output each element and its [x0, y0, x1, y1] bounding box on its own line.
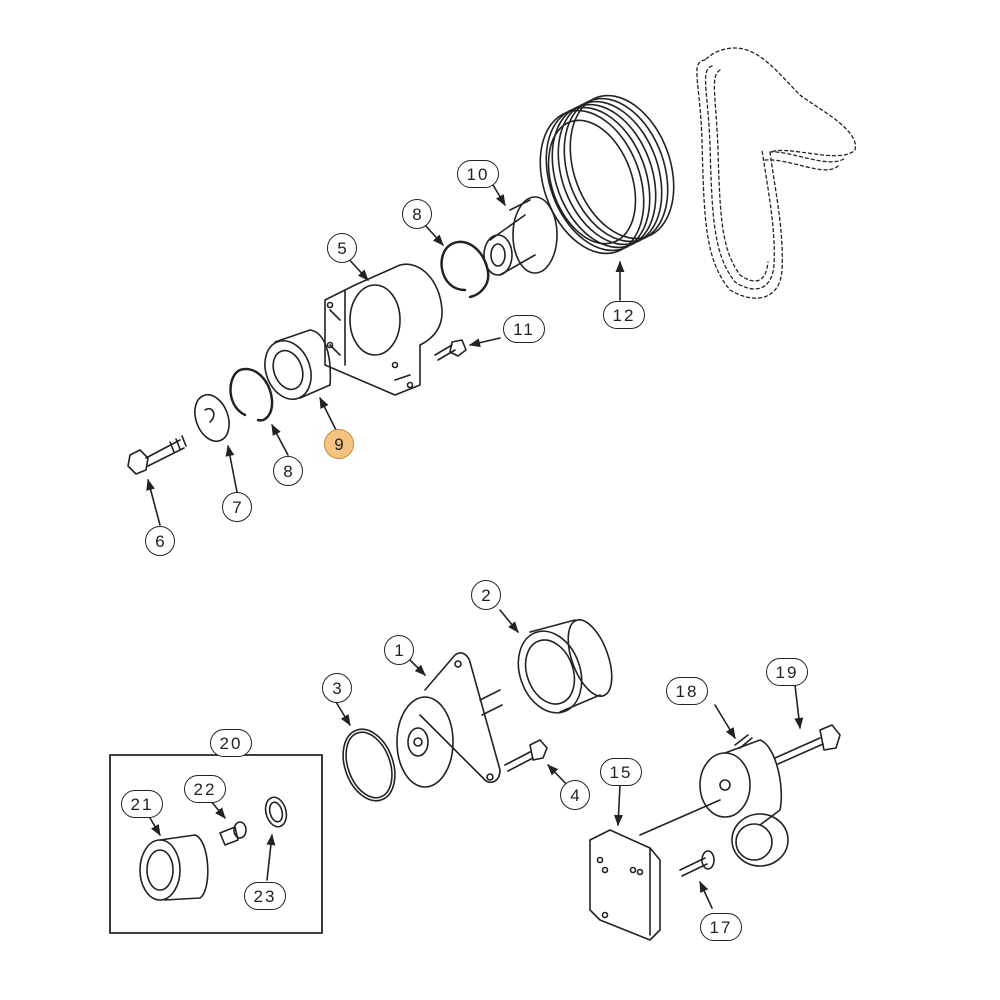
callout-8-upper[interactable]: 8: [402, 199, 432, 229]
drive-belt: [696, 47, 856, 299]
callout-19[interactable]: 19: [766, 658, 808, 686]
hub-10-drawing: [483, 196, 558, 276]
callout-15[interactable]: 15: [600, 758, 642, 786]
callout-4[interactable]: 4: [560, 780, 590, 810]
bolt-17-drawing: [679, 850, 715, 877]
callout-21[interactable]: 21: [121, 790, 163, 818]
bracket-plate-15-drawing: [589, 799, 721, 941]
callout-5[interactable]: 5: [327, 233, 357, 263]
washer-23-drawing: [264, 796, 288, 828]
o-ring-3-drawing: [342, 728, 396, 802]
callout-2[interactable]: 2: [471, 580, 501, 610]
callout-23[interactable]: 23: [244, 882, 286, 910]
callout-17[interactable]: 17: [700, 913, 742, 941]
snap-ring-lower-drawing: [229, 367, 274, 422]
bolt-6-drawing: [127, 435, 187, 475]
water-pump-1-drawing: [396, 652, 503, 788]
callout-9-selected[interactable]: 9: [324, 429, 354, 459]
callout-11[interactable]: 11: [503, 315, 545, 343]
pulley-12-drawing: [539, 94, 675, 255]
bolt-19-drawing: [774, 724, 841, 765]
washer-7-drawing: [194, 393, 230, 443]
callout-18[interactable]: 18: [666, 677, 708, 705]
callout-22[interactable]: 22: [184, 775, 226, 803]
callout-1[interactable]: 1: [384, 635, 414, 665]
bolt-4-drawing: [504, 739, 548, 772]
housing-5-drawing: [324, 263, 443, 396]
bolt-11-drawing: [434, 339, 467, 361]
callout-10[interactable]: 10: [457, 160, 499, 188]
callout-6[interactable]: 6: [145, 526, 175, 556]
bearing-9-drawing: [264, 329, 332, 400]
idler-pulley-21-drawing: [139, 834, 209, 901]
snap-ring-upper-drawing: [440, 240, 490, 299]
tensioner-18-drawing: [699, 734, 789, 867]
callout-3[interactable]: 3: [322, 673, 352, 703]
pulley-2-drawing: [517, 619, 613, 714]
callout-7[interactable]: 7: [222, 492, 252, 522]
callout-20[interactable]: 20: [210, 729, 252, 757]
callout-8-lower[interactable]: 8: [273, 456, 303, 486]
bolt-22-drawing: [219, 821, 247, 846]
callout-12[interactable]: 12: [603, 301, 645, 329]
